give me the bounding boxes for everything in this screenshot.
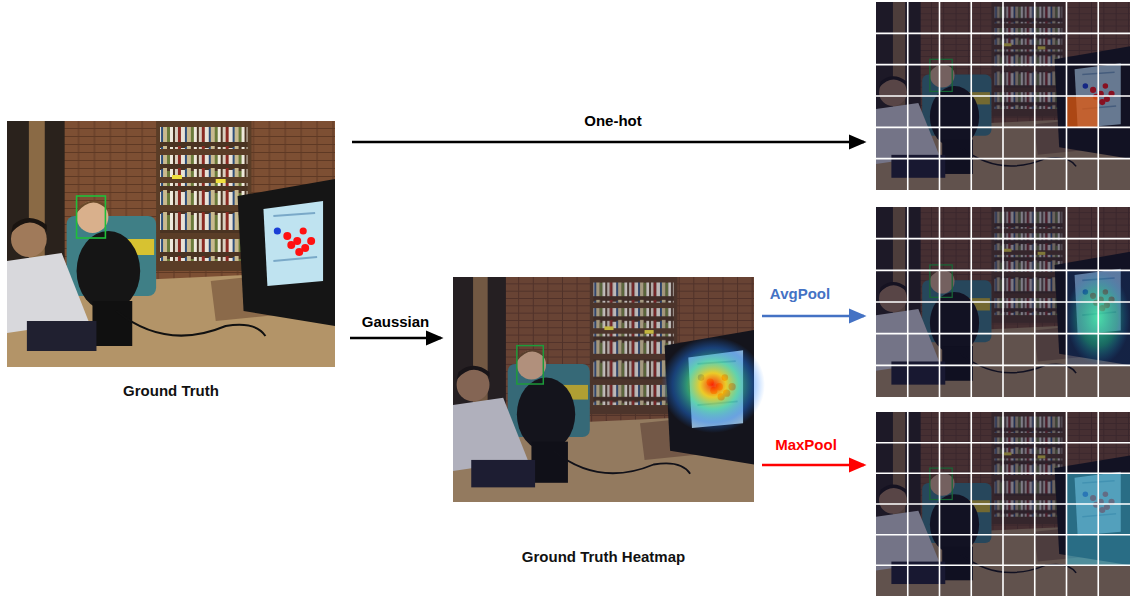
- connector-arrow: [350, 337, 441, 340]
- arrow-label: One-hot: [581, 112, 645, 129]
- avgpool-label: AvgPool: [767, 285, 833, 302]
- image-caption: Ground Truth Heatmap: [453, 548, 754, 565]
- one-hot-grid: [876, 2, 1130, 190]
- avgpool-grid: [876, 207, 1130, 397]
- ground-truth-image: [7, 121, 335, 367]
- plain-arrows: [352, 142, 864, 465]
- heatmap-image: [453, 277, 765, 502]
- image-panel: Ground Truth Heatmap: [453, 277, 754, 565]
- maxpool-grid: [876, 412, 1130, 596]
- image-panel: Ground Truth: [7, 121, 335, 399]
- maxpool-label: MaxPool: [772, 436, 840, 453]
- edge-label: Gaussian: [359, 313, 433, 330]
- image-caption: Ground Truth: [7, 382, 335, 399]
